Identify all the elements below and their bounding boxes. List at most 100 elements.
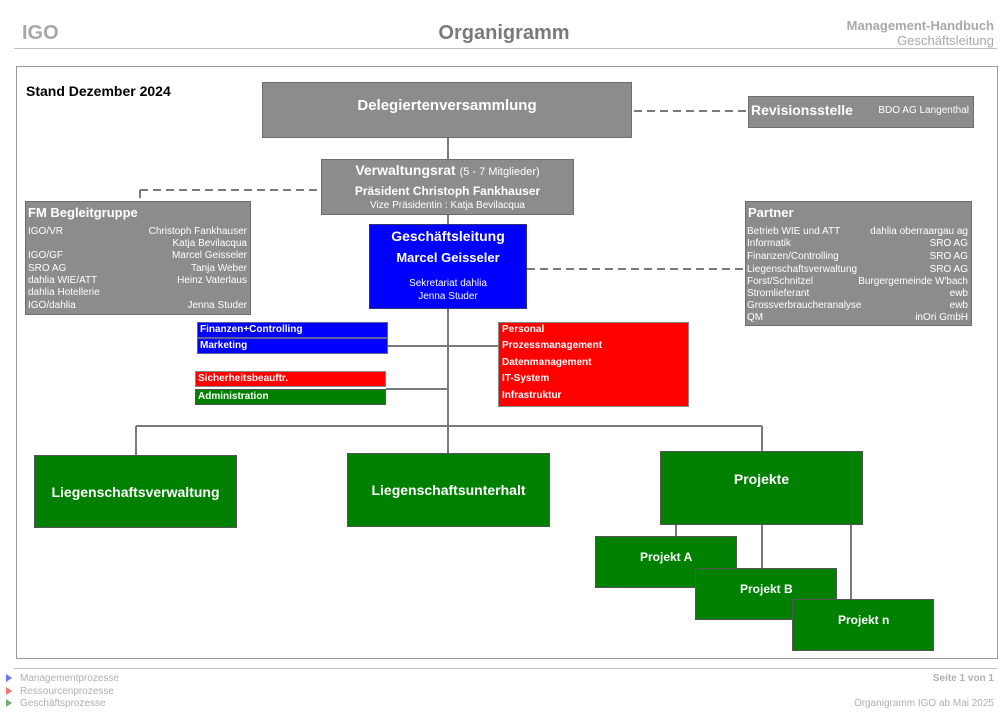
sicherheitsbeauftragter-box: Sicherheitsbeauftr. xyxy=(195,371,386,387)
partner-row-area: Finanzen/Controlling xyxy=(747,251,839,262)
partner-row: QM inOri GmbH xyxy=(747,312,968,324)
projekt-a-box: Projekt A xyxy=(595,536,737,588)
fm-row-person: Marcel Geisseler xyxy=(171,250,247,261)
fm-row-role: IGO/VR xyxy=(28,226,64,237)
verwaltungsrat-president: Präsident Christoph Fankhauser xyxy=(354,184,541,198)
ressource-item: Personal xyxy=(502,324,545,335)
partner-row-area: QM xyxy=(747,312,764,323)
triangle-icon xyxy=(6,699,12,707)
header-divider xyxy=(14,48,997,49)
fm-row-person: Jenna Studer xyxy=(187,300,248,311)
ressource-item: IT-System xyxy=(502,373,550,384)
legend-label: Managementprozesse xyxy=(20,673,119,684)
ressource-item: Datenmanagement xyxy=(502,357,592,368)
revisionsstelle-box: Revisionsstelle BDO AG Langenthal xyxy=(748,96,974,128)
fm-row-person: Heinz Vaterlaus xyxy=(177,275,247,286)
partner-row-company: dahlia oberraargau ag xyxy=(870,226,968,237)
partner-row-company: SRO AG xyxy=(929,251,968,262)
partner-row: Grossverbraucheranalyse ewb xyxy=(747,300,968,312)
partner-row: Informatik SRO AG xyxy=(747,238,968,250)
projekte-title: Projekte xyxy=(733,471,790,487)
legend-ressourcen: Ressourcenprozesse xyxy=(6,686,114,697)
partner-row-company: Burgergemeinde W'bach xyxy=(858,276,968,287)
partner-row-company: SRO AG xyxy=(929,238,968,249)
revisionsstelle-title: Revisionsstelle xyxy=(751,102,853,118)
geschaeftsleitung-name: Marcel Geisseler xyxy=(396,250,500,265)
verwaltungsrat-name: Verwaltungsrat xyxy=(355,162,456,178)
partner-row-area: Grossverbraucheranalyse xyxy=(747,300,862,311)
fm-row: Katja Bevilacqua xyxy=(28,238,248,250)
finanzen-controlling-box: Finanzen+Controlling xyxy=(197,322,388,338)
partner-row-area: Liegenschaftsverwaltung xyxy=(747,264,858,275)
partner-row: Stromlieferant ewb xyxy=(747,288,968,300)
ressource-item: Infrastruktur xyxy=(502,390,562,401)
chart-frame xyxy=(16,66,998,659)
header-manual: Management-Handbuch xyxy=(846,18,994,33)
administration-box: Administration xyxy=(195,389,386,405)
projekt-b-box: Projekt B xyxy=(695,568,837,620)
footer-divider xyxy=(14,668,997,669)
partner-row-company: ewb xyxy=(949,288,968,299)
geschaeftsleitung-box: Geschäftsleitung Marcel Geisseler Sekret… xyxy=(369,224,527,309)
page-number: Seite 1 von 1 xyxy=(932,673,994,684)
header-section: Geschäftsleitung xyxy=(897,33,994,48)
partner-row: Betrieb WIE und ATT dahlia oberraargau ag xyxy=(747,226,968,238)
legend-label: Geschäftsprozesse xyxy=(20,698,106,709)
fm-row: IGO/dahlia Jenna Studer xyxy=(28,300,247,312)
delegiertenversammlung-box: Delegiertenversammlung xyxy=(262,82,632,138)
liegenschaftsverwaltung-box: Liegenschaftsverwaltung xyxy=(34,455,237,528)
fm-row: IGO/VR Christoph Fankhauser xyxy=(28,226,247,238)
fm-row-role: SRO AG xyxy=(28,263,67,274)
partner-row: Liegenschaftsverwaltung SRO AG xyxy=(747,264,968,276)
fm-begleitgruppe-box: FM Begleitgruppe IGO/VR Christoph Fankhau… xyxy=(25,201,251,315)
sekretariat-label: Sekretariat dahlia xyxy=(409,278,487,289)
geschaeftsleitung-title: Geschäftsleitung xyxy=(391,228,505,244)
fm-row-person: Tanja Weber xyxy=(191,263,247,274)
header-logo-text: IGO xyxy=(22,22,59,44)
partner-title: Partner xyxy=(748,205,794,220)
status-date: Stand Dezember 2024 xyxy=(26,83,171,99)
marketing-box: Marketing xyxy=(197,338,388,354)
fm-row-role: dahlia WIE/ATT xyxy=(28,275,98,286)
projekt-b-title: Projekt B xyxy=(740,582,793,596)
ressource-item: Prozessmanagement xyxy=(502,340,603,351)
triangle-icon xyxy=(6,674,12,682)
fm-title: FM Begleitgruppe xyxy=(28,205,138,220)
triangle-icon xyxy=(6,687,12,695)
projekte-box: Projekte xyxy=(660,451,863,525)
fm-row: SRO AG Tanja Weber xyxy=(28,263,247,275)
fm-row-role: IGO/GF xyxy=(28,250,63,261)
liegenschaftsverwaltung-title: Liegenschaftsverwaltung xyxy=(51,483,220,500)
liegenschaftsunterhalt-box: Liegenschaftsunterhalt xyxy=(347,453,550,527)
projekt-a-title: Projekt A xyxy=(640,550,693,564)
projekt-n-box: Projekt n xyxy=(792,599,934,651)
partner-row-company: inOri GmbH xyxy=(915,312,968,323)
partner-row-area: Betrieb WIE und ATT xyxy=(747,226,841,237)
liegenschaftsunterhalt-title: Liegenschaftsunterhalt xyxy=(371,482,526,498)
document-name: Organigramm IGO ab Mai 2025 xyxy=(853,698,994,709)
fm-row: dahlia Hotellerie xyxy=(28,287,247,299)
fm-row: dahlia WIE/ATT Heinz Vaterlaus xyxy=(28,275,247,287)
partner-row-company: SRO AG xyxy=(929,264,968,275)
fm-row-role: dahlia Hotellerie xyxy=(28,287,100,298)
delegiertenversammlung-title: Delegiertenversammlung xyxy=(357,97,537,114)
fm-row-person: Christoph Fankhauser xyxy=(148,226,247,237)
partner-row: Finanzen/Controlling SRO AG xyxy=(747,251,968,263)
ressourcen-box: Personal Prozessmanagement Datenmanageme… xyxy=(498,322,689,407)
legend-label: Ressourcenprozesse xyxy=(20,686,114,697)
partner-row-company: ewb xyxy=(949,300,968,311)
fm-row-role: IGO/dahlia xyxy=(28,300,76,311)
partner-row-area: Stromlieferant xyxy=(747,288,810,299)
legend-geschaeft: Geschäftsprozesse xyxy=(6,698,106,709)
fm-row-person: Katja Bevilacqua xyxy=(172,238,248,249)
partner-box: Partner Betrieb WIE und ATT dahlia oberra… xyxy=(745,201,972,326)
sekretariat-name: Jenna Studer xyxy=(418,291,478,302)
projekt-n-title: Projekt n xyxy=(838,613,890,627)
partner-row-area: Informatik xyxy=(747,238,791,249)
verwaltungsrat-members: (5 - 7 Mitglieder) xyxy=(459,166,540,178)
verwaltungsrat-title: Verwaltungsrat (5 - 7 Mitglieder) xyxy=(322,162,573,178)
verwaltungsrat-vice: Vize Präsidentin : Katja Bevilacqua xyxy=(370,200,525,211)
revisionsstelle-value: BDO AG Langenthal xyxy=(878,105,969,116)
